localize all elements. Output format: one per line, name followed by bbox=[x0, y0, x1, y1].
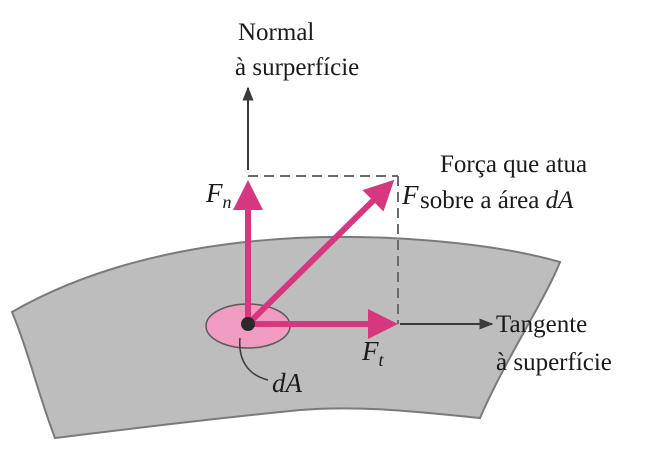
da-label: dA bbox=[272, 368, 303, 398]
normal-label-line1: Normal bbox=[238, 19, 314, 46]
f-symbol: F bbox=[401, 180, 419, 210]
resultant-force-vector bbox=[245, 179, 395, 327]
tangent-label-line2: à superfície bbox=[496, 349, 612, 376]
surface-sheet bbox=[10, 235, 562, 440]
fn-symbol: Fn bbox=[205, 178, 232, 212]
da-leader-line bbox=[239, 337, 269, 381]
ft-symbol: Ft bbox=[361, 336, 385, 370]
force-label-line2: sobre a área dA bbox=[420, 187, 574, 214]
normal-label-line2: à surperfície bbox=[235, 54, 359, 81]
application-point bbox=[241, 317, 255, 331]
force-label-line1: Força que atua bbox=[440, 151, 587, 178]
tangent-label-line1: Tangente bbox=[496, 311, 587, 338]
